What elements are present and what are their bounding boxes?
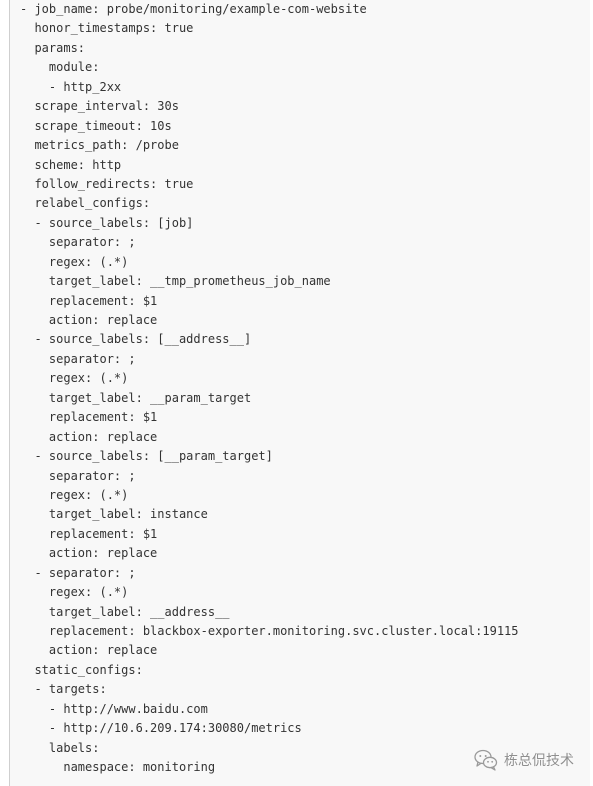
code-line: module:: [20, 60, 100, 75]
code-line: action: replace: [20, 429, 158, 444]
code-line: scrape_interval: 30s: [20, 99, 179, 114]
code-block: - job_name: probe/monitoring/example-com…: [9, 0, 590, 786]
code-line: - source_labels: [job]: [20, 215, 194, 230]
code-line: replacement: blackbox-exporter.monitorin…: [20, 624, 519, 638]
code-line: separator: ;: [20, 351, 136, 366]
code-line: relabel_configs:: [20, 196, 151, 211]
code-line: target_label: instance: [20, 507, 208, 522]
code-line: scheme: http: [20, 157, 122, 172]
code-line: regex: (.*): [20, 487, 129, 502]
code-line: regex: (.*): [20, 585, 129, 600]
code-line: action: replace: [20, 313, 158, 327]
code-line: - source_labels: [__address__]: [20, 332, 252, 347]
code-line: params:: [20, 40, 86, 55]
code-line: target_label: __tmp_prometheus_job_name: [20, 274, 331, 289]
code-line: target_label: __param_target: [20, 390, 252, 405]
code-line: action: replace: [20, 546, 158, 561]
code-line: namespace: monitoring: [20, 760, 216, 775]
code-line: target_label: __address__: [20, 604, 230, 619]
code-line: - http://10.6.209.174:30080/metrics: [20, 721, 302, 736]
code-line: regex: (.*): [20, 371, 129, 386]
code-line: regex: (.*): [20, 254, 129, 269]
code-line: - source_labels: [__param_target]: [20, 449, 273, 464]
code-line: separator: ;: [20, 468, 136, 483]
code-line: - http_2xx: [20, 79, 122, 94]
code-line: - targets:: [20, 682, 107, 697]
watermark: 栋总侃技术: [474, 748, 574, 772]
code-line: replacement: $1: [20, 526, 158, 541]
code-line: replacement: $1: [20, 410, 158, 425]
wechat-icon: [474, 749, 498, 771]
code-line: honor_timestamps: true: [20, 21, 194, 36]
code-line: replacement: $1: [20, 293, 158, 308]
code-line: action: replace: [20, 643, 158, 658]
code-line: labels:: [20, 740, 100, 755]
code-line: - job_name: probe/monitoring/example-com…: [20, 2, 367, 16]
code-line: separator: ;: [20, 235, 136, 250]
code-line: metrics_path: /probe: [20, 138, 179, 153]
code-line: scrape_timeout: 10s: [20, 118, 172, 133]
watermark-text: 栋总侃技术: [504, 753, 574, 769]
code-line: follow_redirects: true: [20, 176, 194, 191]
code-line: - http://www.baidu.com: [20, 701, 208, 716]
code-line: - separator: ;: [20, 565, 136, 580]
code-line: static_configs:: [20, 662, 143, 677]
